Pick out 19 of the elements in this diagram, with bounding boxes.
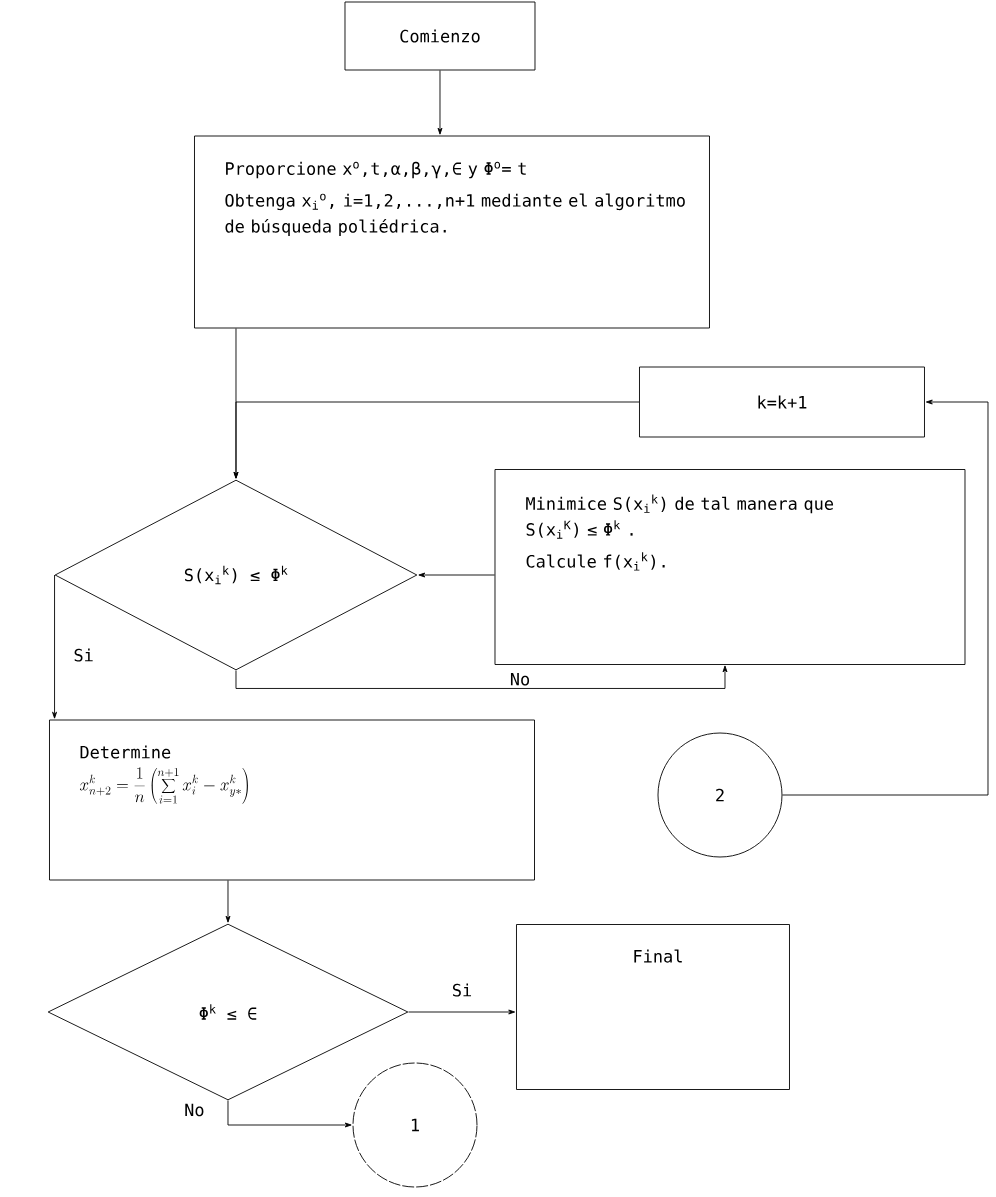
arrow — [227, 1100, 352, 1128]
process-box: Determine $x_{n+2}^{k} = \frac{1}{n}\left(\sum_{i=1}^{n+1} x_{i}^{k} - x_{y*}^{k}\right)$ — [49, 719, 535, 881]
arrow — [52, 574, 57, 719]
edge-label: Si — [450, 982, 474, 998]
arrow — [782, 399, 989, 796]
process-box: Proporcione x$^{o}$,t,α,β,γ,∈ y Φ$^{o}$= t Obtenga x$_{i}$$^{o}$, i=1,2,...,n+1 mediante el algoritmo de búsqueda poliédrica. — [194, 135, 710, 329]
edge-label: No — [508, 672, 532, 687]
process-box: Minimice S(x$_{i}$$^{k}$) de tal manera que S(x$_{i}$$^{K}$) ≤ Φ$^{k}$ . Calcule f(x$_{i}$$^{k}$). — [494, 469, 966, 665]
arrow — [233, 401, 640, 479]
arrow — [437, 70, 443, 135]
process-box: k=k+1 — [639, 366, 925, 438]
process-box: Comienzo — [344, 1, 536, 71]
arrow — [225, 880, 231, 923]
arrow — [235, 665, 728, 689]
edge-label: No — [183, 1102, 206, 1118]
arrow — [418, 572, 495, 578]
process-box: Final — [516, 924, 790, 1090]
edge-label: Si — [72, 647, 95, 663]
arrow — [408, 1009, 516, 1015]
